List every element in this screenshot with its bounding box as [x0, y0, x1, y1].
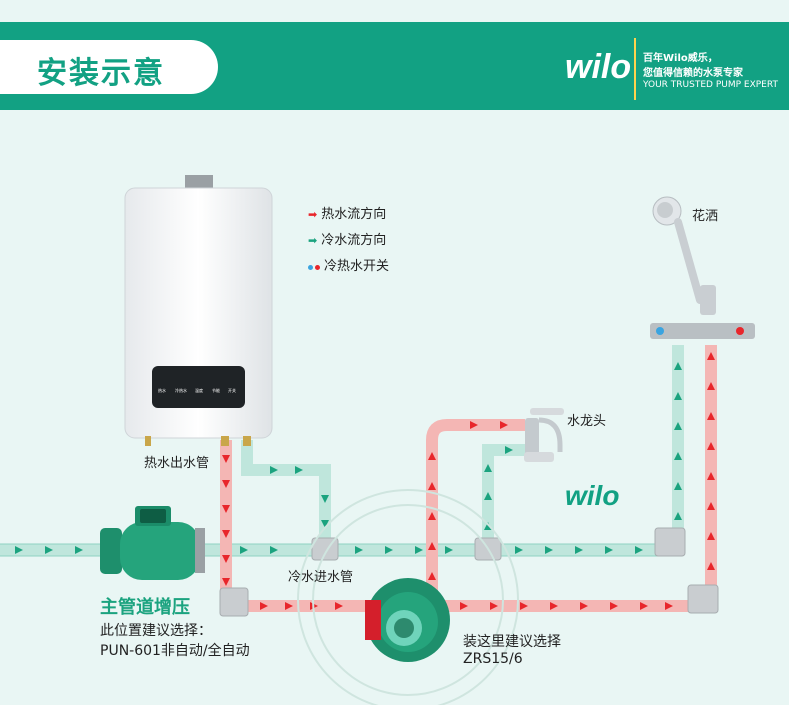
- cold-dot-icon: [308, 265, 313, 270]
- main-desc-1: 此位置建议选择：: [100, 623, 212, 639]
- legend-cold-label: 冷水流方向: [321, 233, 387, 248]
- legend-switch: 冷热水开关: [308, 255, 389, 274]
- faucet: [524, 408, 564, 462]
- panel-label-2: 冷热水: [175, 387, 187, 393]
- main-desc-2: PUN-601非自动/全自动: [100, 643, 250, 659]
- wilo-watermark-logo: wilo: [565, 480, 620, 511]
- cold-arrow-icon: ➡: [308, 234, 318, 247]
- title-pill: 安装示意: [0, 40, 218, 94]
- shower-label: 花洒: [692, 209, 719, 224]
- cold-pipes: [0, 345, 684, 556]
- install-desc-1: 装这里建议选择: [463, 634, 561, 650]
- hot-dot-icon: [315, 265, 320, 270]
- legend-hot-label: 热水流方向: [321, 207, 387, 222]
- main-booster-pump: [100, 506, 205, 580]
- tagline-3: YOUR TRUSTED PUMP EXPERT: [643, 80, 778, 90]
- watermark-seal: [297, 489, 519, 705]
- header-banner: 安装示意 wilo 百年Wilo威乐， 您值得信赖的水泵专家 YOUR TRUS…: [0, 22, 789, 110]
- legend-hot: ➡热水流方向: [308, 203, 386, 222]
- panel-label-5: 开关: [228, 387, 236, 393]
- tagline-2: 您值得信赖的水泵专家: [643, 68, 743, 79]
- page-title: 安装示意: [37, 56, 165, 91]
- panel-label-1: 热水: [158, 387, 166, 393]
- hot-flow-arrows: [222, 352, 715, 610]
- water-heater: 热水 冷热水 温度 节能 开关: [124, 175, 273, 446]
- main-pipe-title: 主管道增压: [100, 597, 190, 618]
- faucet-label: 水龙头: [567, 414, 607, 429]
- shower-head: [650, 196, 755, 339]
- brand-divider: [634, 38, 636, 100]
- circulation-pump: [365, 578, 450, 662]
- wilo-logo: wilo: [565, 48, 632, 86]
- cold-inlet-label: 冷水进水管: [288, 570, 354, 585]
- panel-label-4: 节能: [212, 387, 220, 393]
- tagline-1: 百年Wilo威乐，: [643, 53, 718, 64]
- hot-outlet-label: 热水出水管: [144, 456, 210, 471]
- legend-switch-label: 冷热水开关: [324, 259, 390, 274]
- cold-flow-arrows: [15, 362, 682, 554]
- legend-cold: ➡冷水流方向: [308, 229, 386, 248]
- install-desc-2: ZRS15/6: [463, 651, 523, 667]
- hot-arrow-icon: ➡: [308, 208, 318, 221]
- panel-label-3: 温度: [195, 387, 203, 393]
